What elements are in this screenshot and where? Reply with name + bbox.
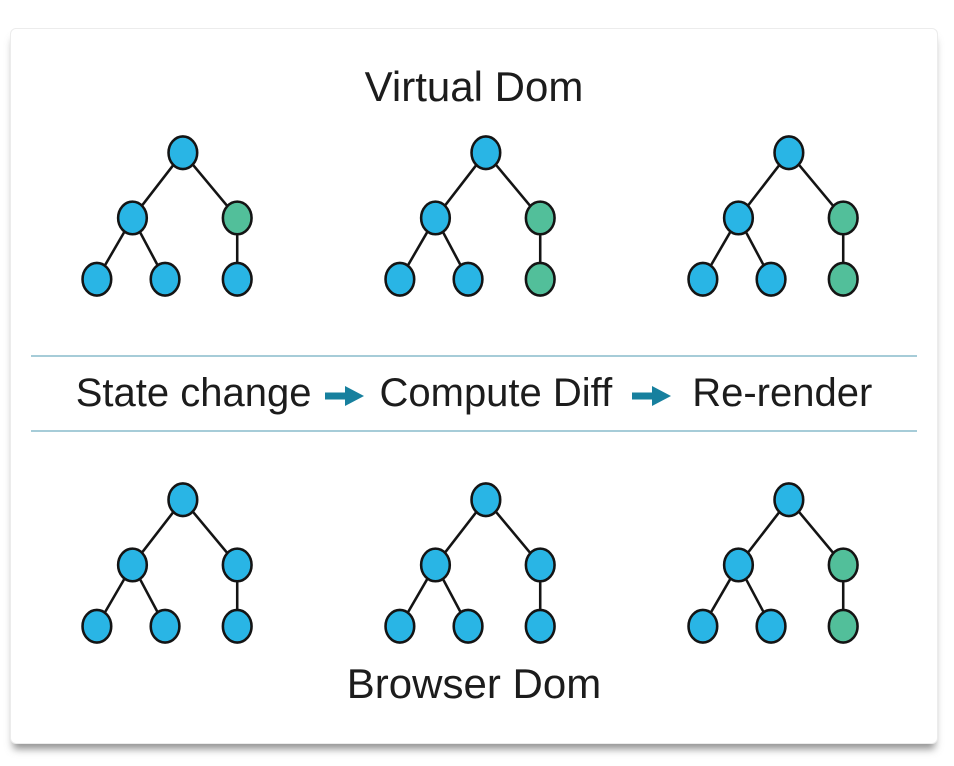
tree-node-green <box>827 200 859 236</box>
tree-node-blue <box>81 261 113 297</box>
tree-node-blue <box>773 135 805 171</box>
browser-dom-title: Browser Dom <box>346 660 602 707</box>
tree-node-blue <box>452 608 484 644</box>
dom-tree <box>687 482 859 644</box>
tree-node-blue <box>221 261 253 297</box>
diagram-card: Virtual Dom State change Compute Diff Re… <box>10 28 938 744</box>
tree-node-blue <box>116 200 149 236</box>
process-row: State change Compute Diff Re-render <box>11 371 937 416</box>
tree-node-blue <box>149 261 181 297</box>
tree-node-blue <box>167 135 199 171</box>
tree-node-blue <box>419 547 452 583</box>
tree-node-blue <box>167 482 199 518</box>
tree-node-blue <box>470 135 502 171</box>
arrow-right-icon <box>325 385 365 406</box>
tree-node-blue <box>384 608 416 644</box>
tree-node-blue <box>419 200 452 236</box>
process-step-re-render: Re-render <box>692 371 873 415</box>
tree-node-green <box>827 608 859 644</box>
process-step-compute-diff: Compute Diff <box>379 371 613 415</box>
divider-line-bottom <box>31 430 917 432</box>
tree-node-blue <box>116 547 149 583</box>
tree-node-blue <box>221 547 253 583</box>
virtual-dom-tree-row <box>11 129 937 299</box>
tree-node-green <box>827 547 859 583</box>
divider-line-top <box>31 355 917 357</box>
browser-dom-tree-row <box>11 476 937 646</box>
tree-node-blue <box>773 482 805 518</box>
tree-node-blue <box>384 261 416 297</box>
tree-node-blue <box>470 482 502 518</box>
tree-node-blue <box>687 608 719 644</box>
tree-node-blue <box>221 608 253 644</box>
virtual-dom-title: Virtual Dom <box>364 63 584 110</box>
tree-node-green <box>524 200 556 236</box>
process-step-state-change: State change <box>75 371 312 415</box>
tree-node-blue <box>149 608 181 644</box>
tree-node-green <box>221 200 253 236</box>
dom-tree <box>687 135 859 297</box>
tree-node-green <box>524 261 556 297</box>
dom-tree <box>81 482 253 644</box>
tree-node-blue <box>524 547 556 583</box>
tree-node-blue <box>722 200 755 236</box>
tree-node-green <box>827 261 859 297</box>
tree-node-blue <box>452 261 484 297</box>
dom-tree <box>384 482 556 644</box>
dom-tree <box>384 135 556 297</box>
tree-node-blue <box>722 547 755 583</box>
tree-node-blue <box>524 608 556 644</box>
tree-node-blue <box>755 261 787 297</box>
tree-node-blue <box>687 261 719 297</box>
arrow-right-icon <box>632 385 672 406</box>
tree-node-blue <box>755 608 787 644</box>
tree-node-blue <box>81 608 113 644</box>
dom-tree <box>81 135 253 297</box>
